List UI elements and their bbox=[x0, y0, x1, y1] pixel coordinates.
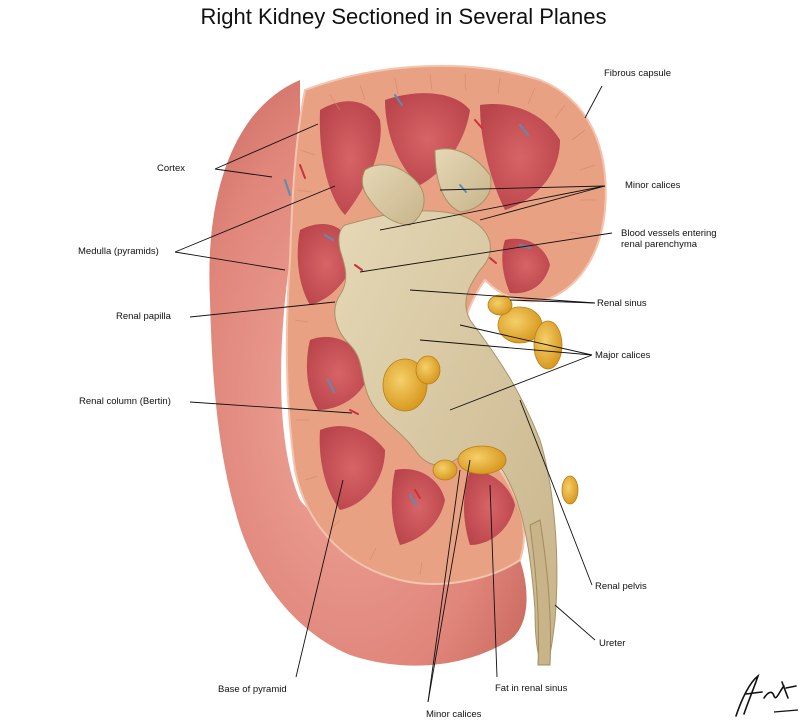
blood-vessels-red bbox=[299, 119, 497, 499]
renal-sinus-pelvis bbox=[334, 210, 558, 666]
label-major-calices: Major calices bbox=[595, 350, 651, 361]
label-blood-vessels-line2: renal parenchyma bbox=[621, 239, 698, 250]
label-fat-in-renal-sinus: Fat in renal sinus bbox=[495, 683, 568, 694]
label-ureter: Ureter bbox=[599, 638, 626, 649]
label-minor-calices-top: Minor calices bbox=[625, 180, 681, 191]
artist-signature-icon bbox=[735, 673, 799, 717]
label-renal-papilla: Renal papilla bbox=[116, 311, 171, 322]
ureter bbox=[529, 519, 552, 666]
upper-calices bbox=[361, 148, 492, 226]
cortex-striations bbox=[294, 73, 596, 576]
label-base-of-pyramid: Base of pyramid bbox=[218, 684, 287, 695]
page-title: Right Kidney Sectioned in Several Planes bbox=[200, 4, 607, 29]
label-blood-vessels-line1: Blood vessels entering bbox=[621, 228, 717, 239]
label-minor-calices-bottom: Minor calices bbox=[426, 709, 482, 720]
label-medulla: Medulla (pyramids) bbox=[78, 246, 159, 257]
label-renal-column: Renal column (Bertin) bbox=[79, 396, 171, 407]
label-renal-pelvis: Renal pelvis bbox=[595, 581, 647, 592]
leader-lines bbox=[174, 85, 613, 703]
kidney-outer-surface bbox=[209, 80, 527, 666]
label-cortex: Cortex bbox=[157, 163, 185, 174]
sinus-fat bbox=[382, 294, 579, 505]
label-renal-sinus: Renal sinus bbox=[597, 298, 647, 309]
label-fibrous-capsule: Fibrous capsule bbox=[604, 68, 672, 79]
